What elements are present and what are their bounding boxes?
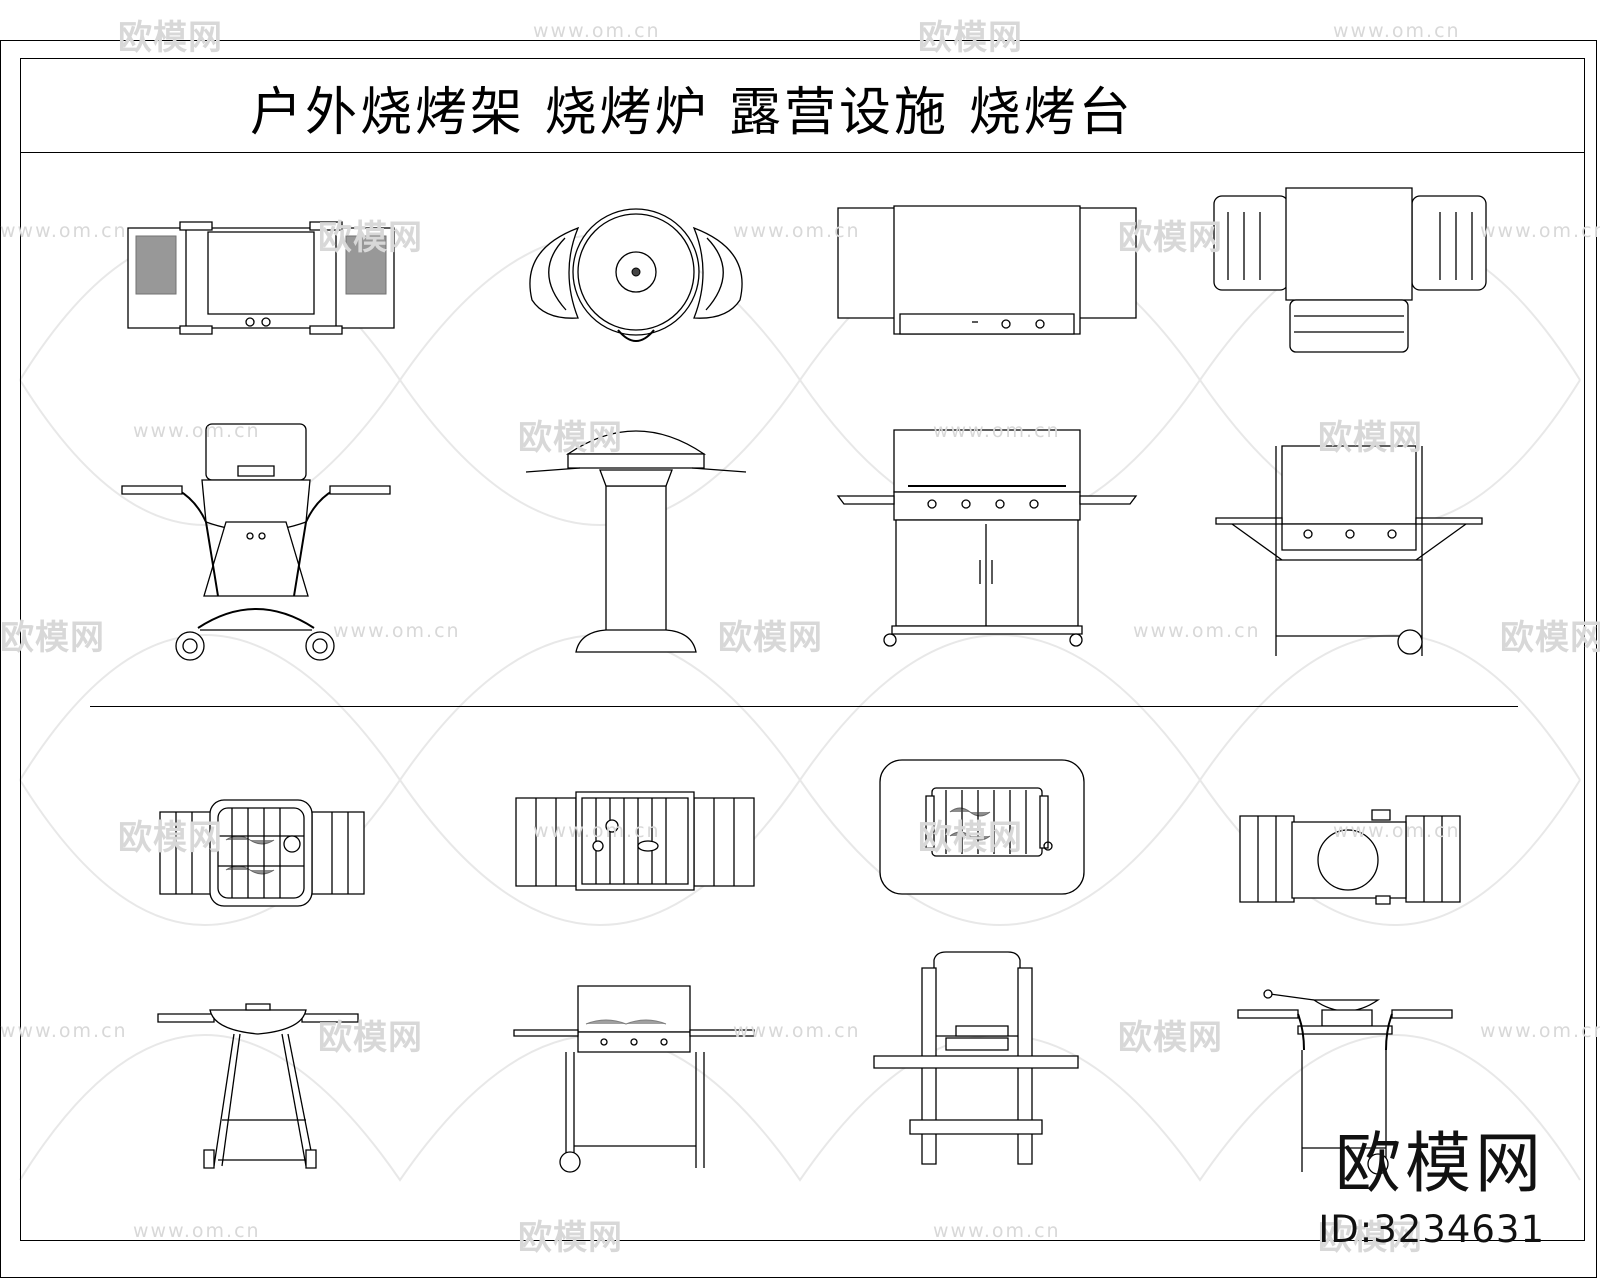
section-divider: [90, 706, 1518, 707]
gas-cart-front-2: [514, 986, 754, 1172]
square-grill-top: [160, 800, 364, 906]
gas-cart-front: [1216, 446, 1482, 656]
cart-grill-top: [1214, 188, 1486, 352]
brand-mark: 欧模网 ID:3234631: [1318, 1110, 1545, 1251]
inner-frame: [20, 58, 1585, 1241]
title-divider: [20, 152, 1585, 153]
outer-frame: [0, 40, 1597, 1278]
charcoal-grill-top: [516, 792, 754, 890]
gas-grill-top-1: [838, 206, 1136, 334]
gas-cabinet-front: [838, 430, 1136, 646]
brick-style-grill-front: [874, 952, 1078, 1164]
round-grill-side-tables-top: [1240, 810, 1460, 904]
drawing-title: 户外烧烤架 烧烤炉 露营设施 烧烤台: [250, 83, 1134, 143]
kettle-grill-top: [530, 209, 742, 341]
bbq-grill-top-1: [128, 222, 394, 334]
wok-burner-front: [1238, 990, 1452, 1174]
pedestal-grill-front: [526, 431, 746, 652]
tabletop-grill-top: [880, 760, 1084, 894]
kettle-cart-front: [122, 424, 390, 660]
kettle-legs-front: [158, 1004, 358, 1168]
brand-name: 欧模网: [1335, 1125, 1545, 1202]
model-id: ID:3234631: [1318, 1208, 1545, 1251]
